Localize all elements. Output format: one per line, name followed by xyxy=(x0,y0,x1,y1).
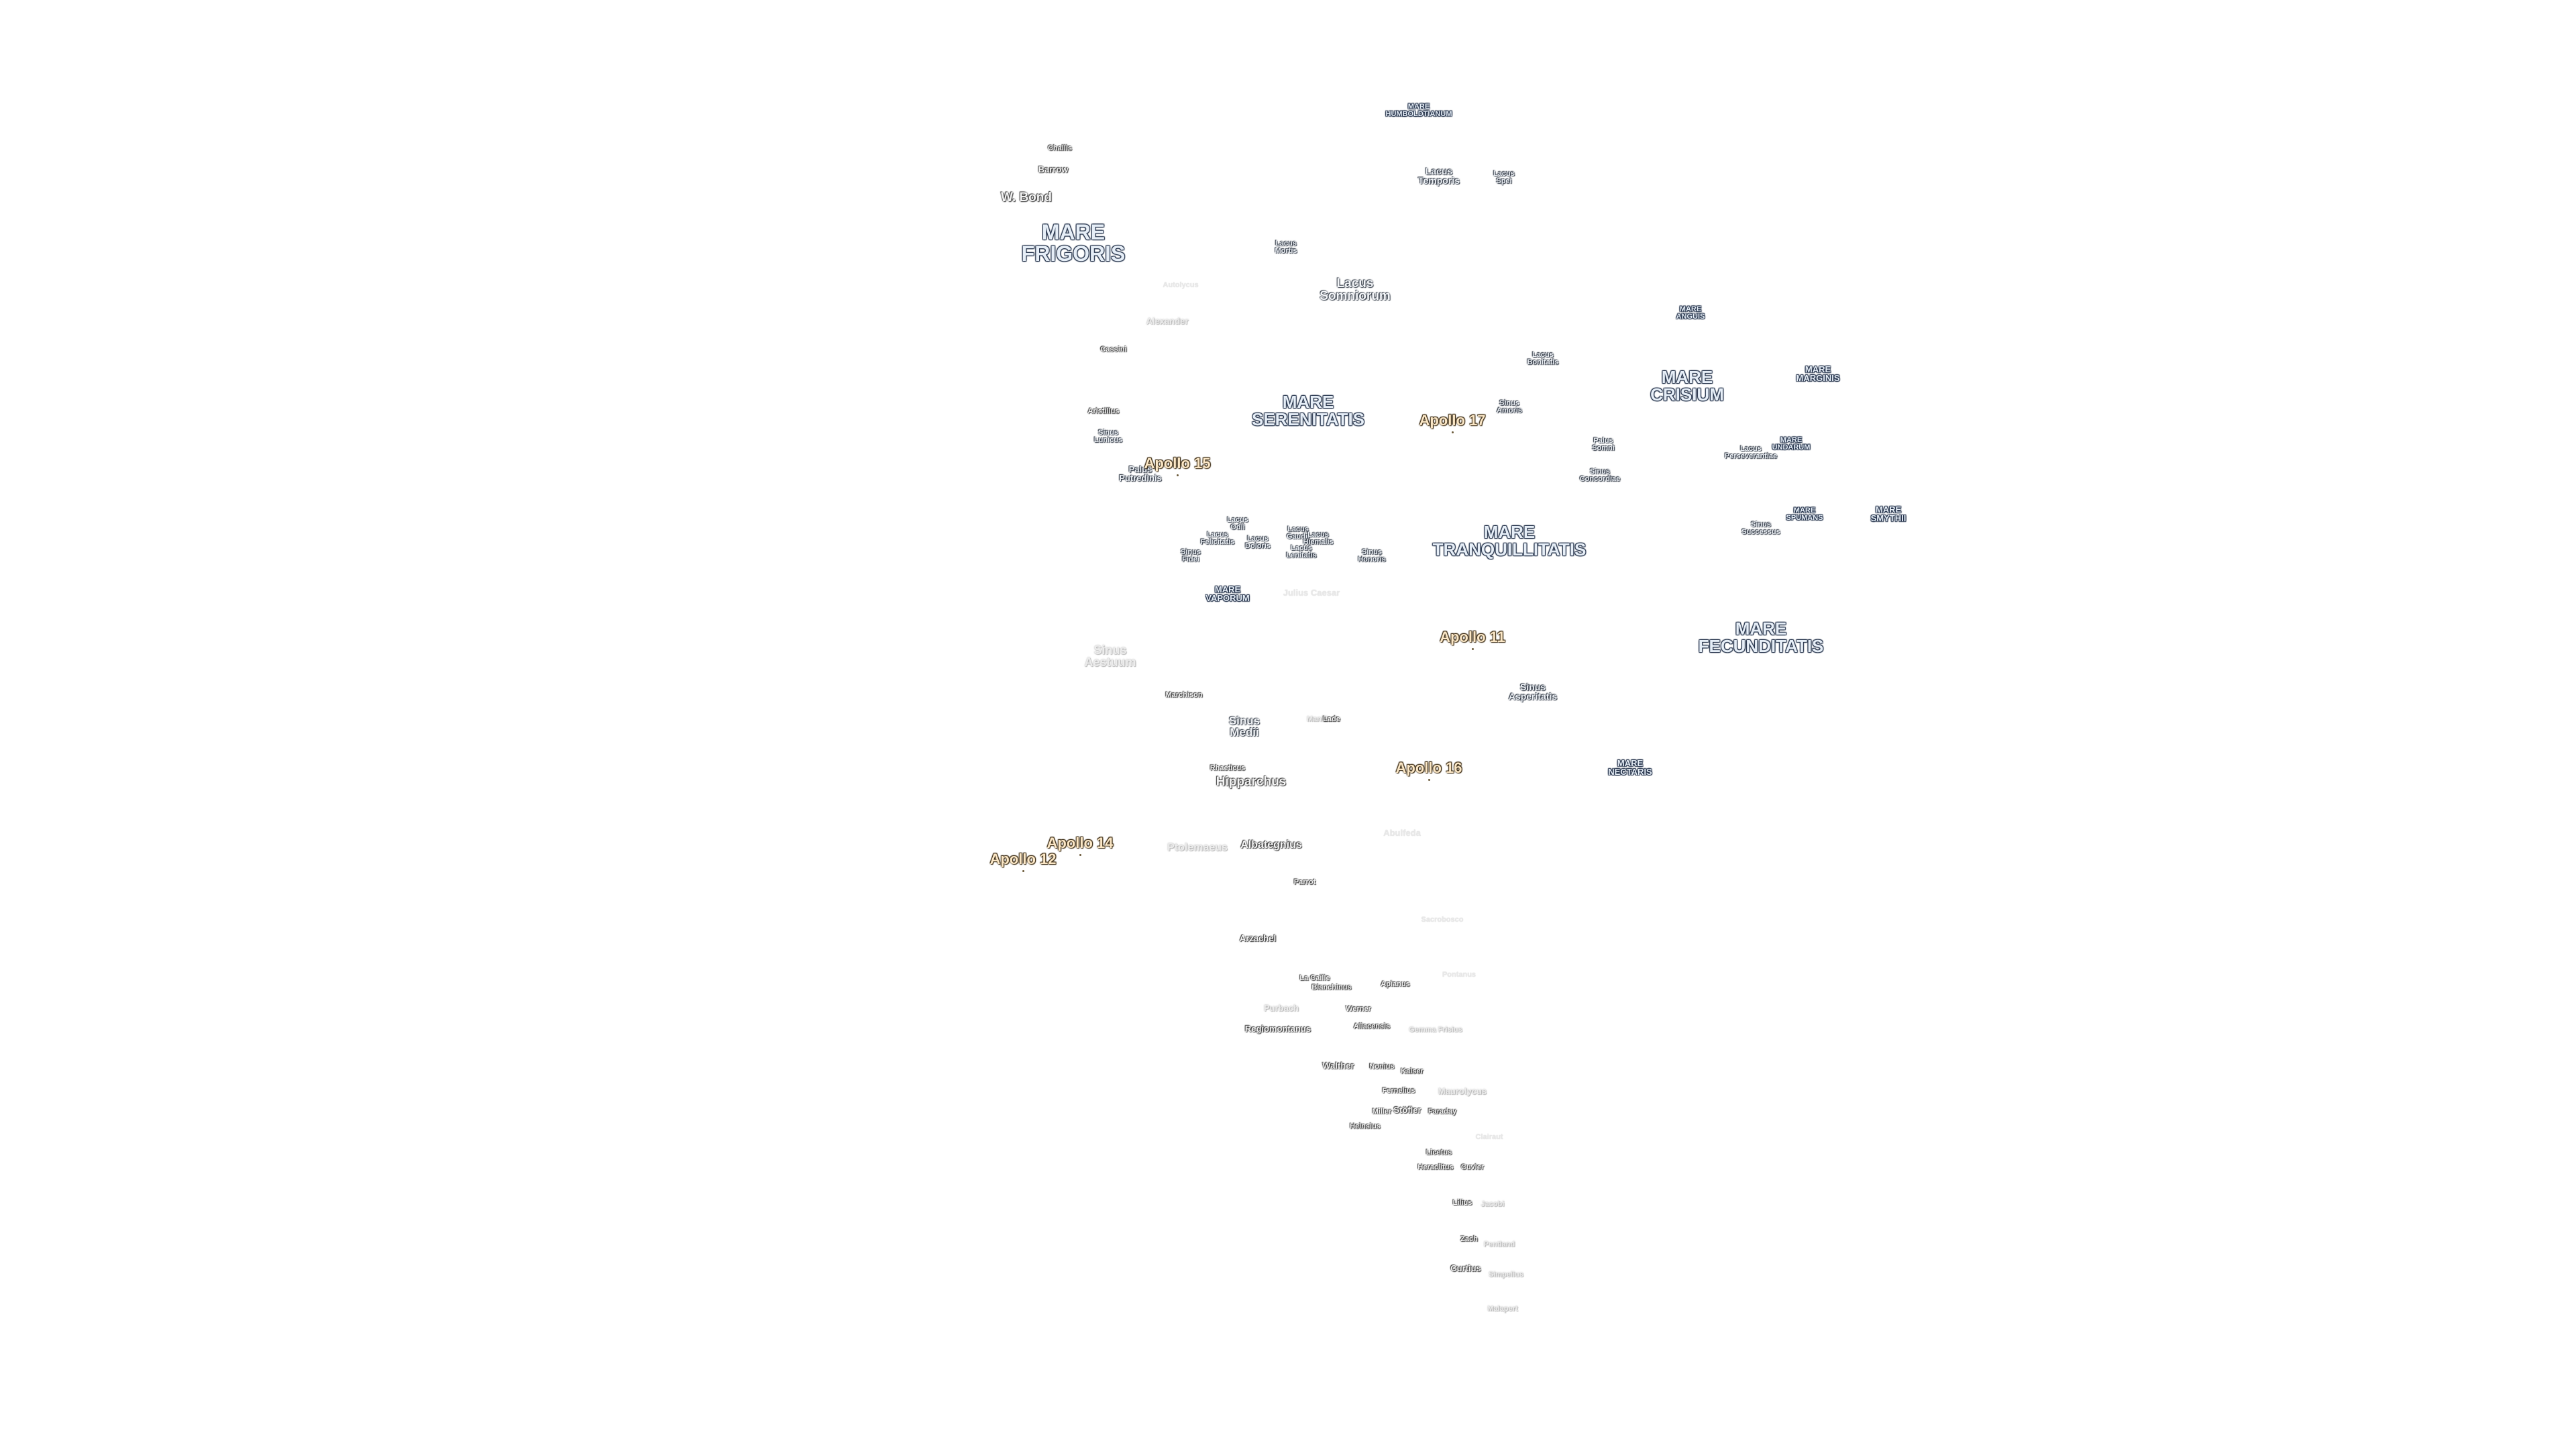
crater-challis[interactable]: Challis xyxy=(1047,144,1073,152)
crater-aristillus[interactable]: Aristillus xyxy=(1087,407,1120,415)
mare-vaporum[interactable]: MARE VAPORUM xyxy=(1205,584,1250,603)
crater-gemma-frisius[interactable]: Gemma Frisius xyxy=(1409,1026,1462,1034)
lacus-perseverantiae[interactable]: Lacus Perseverantiae xyxy=(1724,445,1778,460)
mare-fecunditatis[interactable]: MARE FECUNDITATIS xyxy=(1698,619,1824,656)
crater-maurolycus[interactable]: Maurolycus xyxy=(1438,1086,1487,1096)
crater-pontanus[interactable]: Pontanus xyxy=(1442,971,1477,979)
lacus-hiemalis[interactable]: Lacus Hiemalis xyxy=(1303,531,1334,546)
crater-ptolemaeus[interactable]: Ptolemaeus xyxy=(1167,842,1228,853)
crater-cassini[interactable]: Cassini xyxy=(1100,345,1127,354)
crater-lilius[interactable]: Lilius xyxy=(1452,1199,1472,1207)
lacus-spei[interactable]: Lacus Spei xyxy=(1493,170,1515,185)
crater-pentland[interactable]: Pentland xyxy=(1483,1240,1515,1248)
crater-parrot[interactable]: Parrot xyxy=(1293,878,1316,886)
mare-frigoris[interactable]: MARE FRIGORIS xyxy=(1021,220,1126,266)
crater-hipparchus[interactable]: Hipparchus xyxy=(1216,775,1287,789)
lacus-gaudii[interactable]: Lacus Gaudii xyxy=(1286,525,1310,541)
crater-albategnius[interactable]: Albategnius xyxy=(1240,839,1302,851)
sinus-asperitatis[interactable]: Sinus Asperitatis xyxy=(1508,682,1558,702)
crater-faraday[interactable]: Faraday xyxy=(1428,1108,1457,1116)
sinus-fidei[interactable]: Sinus Fidei xyxy=(1181,548,1201,564)
sinus-medii[interactable]: Sinus Medii xyxy=(1228,714,1260,739)
sinus-lunicus[interactable]: Sinus Lunicus xyxy=(1093,429,1123,444)
crater-marchison[interactable]: Marchison xyxy=(1165,691,1203,699)
crater-stofler[interactable]: Stöfler xyxy=(1393,1105,1421,1115)
crater-cuvier[interactable]: Cuvier xyxy=(1460,1163,1485,1171)
crater-werner[interactable]: Werner xyxy=(1346,1005,1371,1013)
mare-crisium[interactable]: MARE CRISIUM xyxy=(1650,367,1724,405)
crater-purbach[interactable]: Purbach xyxy=(1263,1003,1299,1013)
crater-licetus[interactable]: Licetus xyxy=(1426,1148,1452,1157)
apollo-14-site[interactable]: Apollo 14 xyxy=(1036,836,1124,856)
crater-sacrobosco[interactable]: Sacrobosco xyxy=(1421,916,1464,924)
crater-jacobi[interactable]: Jacobi xyxy=(1481,1200,1505,1208)
crater-walther[interactable]: Walther xyxy=(1322,1061,1354,1071)
crater-simpelius[interactable]: Simpelius xyxy=(1489,1271,1523,1279)
crater-abulfeda[interactable]: Abulfeda xyxy=(1383,828,1421,838)
lacus-felicitatis[interactable]: Lacus Felicitatis xyxy=(1200,531,1235,546)
lacus-temporis[interactable]: Lacus Temporis xyxy=(1418,166,1460,186)
lacus-lenitatis[interactable]: Lacus Lenitatis xyxy=(1286,544,1317,559)
crater-malapert[interactable]: Malapert xyxy=(1487,1305,1518,1313)
crater-heinsius[interactable]: Heinsius xyxy=(1350,1122,1381,1130)
palus-putredinis[interactable]: Palus Putredinis xyxy=(1119,464,1162,483)
crater-w-bond[interactable]: W. Bond xyxy=(1001,191,1052,205)
mare-spumans[interactable]: MARE SPUMANS xyxy=(1786,506,1823,522)
sinus-successus[interactable]: Sinus Successus xyxy=(1741,521,1780,536)
mare-serenitatis[interactable]: MARE SERENITATIS xyxy=(1251,392,1365,429)
sinus-amoris[interactable]: Sinus Amoris xyxy=(1497,399,1522,415)
mare-marginis[interactable]: MARE MARGINIS xyxy=(1796,364,1840,383)
mare-smythii[interactable]: MARE SMYTHII xyxy=(1870,504,1907,523)
mare-undarum[interactable]: MARE UNDARUM xyxy=(1772,436,1811,451)
crater-apianus[interactable]: Apianus xyxy=(1381,980,1410,988)
crater-curtius[interactable]: Curtius xyxy=(1450,1263,1481,1273)
crater-miller[interactable]: Miller xyxy=(1372,1108,1392,1116)
crater-nonius[interactable]: Nonius xyxy=(1369,1063,1395,1071)
lacus-bonitatis[interactable]: Lacus Bonitatis xyxy=(1527,351,1559,366)
crater-rhaeticus[interactable]: Rhaeticus xyxy=(1210,764,1246,772)
lacus-doloris[interactable]: Lacus Doloris xyxy=(1245,535,1271,550)
crater-blanchinus[interactable]: Blanchinus xyxy=(1311,983,1352,991)
crater-manilius[interactable]: Manilius xyxy=(1306,715,1336,723)
lacus-odii[interactable]: Lacus Odii xyxy=(1227,516,1248,531)
crater-regiomontanus[interactable]: Regiomontanus xyxy=(1244,1024,1311,1034)
crater-arzachel[interactable]: Arzachel xyxy=(1239,933,1277,943)
mare-anguis[interactable]: MARE ANGUIS xyxy=(1676,305,1705,321)
lacus-somniorum[interactable]: Lacus Somniorum xyxy=(1320,276,1391,303)
crater-aliacensis[interactable]: Aliacensis xyxy=(1353,1022,1391,1030)
crater-la-caille[interactable]: La Caille xyxy=(1299,974,1330,982)
sinus-honoris[interactable]: Sinus Honoris xyxy=(1358,548,1386,564)
mare-nectaris[interactable]: MARE NECTARIS xyxy=(1608,758,1652,777)
crater-heraclitus[interactable]: Heraclitus xyxy=(1417,1163,1454,1171)
crater-zach[interactable]: Zach xyxy=(1460,1235,1478,1243)
palus-somni[interactable]: Palus Somni xyxy=(1592,437,1615,452)
mare-tranquillitatis[interactable]: MARE TRANQUILLITATIS xyxy=(1432,522,1587,559)
sinus-aestuum[interactable]: Sinus Aestuum xyxy=(1084,643,1136,669)
sinus-concordiae[interactable]: Sinus Concordiae xyxy=(1579,468,1621,483)
crater-autolycus[interactable]: Autolycus xyxy=(1163,281,1199,289)
lacus-mortis[interactable]: Lacus Mortis xyxy=(1275,239,1297,255)
crater-kaiser[interactable]: Kaiser xyxy=(1401,1067,1424,1075)
crater-lade[interactable]: Lade xyxy=(1323,715,1340,723)
apollo-16-site[interactable]: Apollo 16 xyxy=(1385,761,1472,781)
crater-alexander[interactable]: Alexander xyxy=(1146,316,1189,326)
apollo-12-site[interactable]: Apollo 12 xyxy=(979,852,1067,872)
apollo-15-site[interactable]: Apollo 15 xyxy=(1134,456,1221,476)
apollo-11-site[interactable]: Apollo 11 xyxy=(1429,630,1516,650)
mare-humboldtianum[interactable]: MARE HUMBOLDTIANUM xyxy=(1385,103,1452,118)
apollo-17-site[interactable]: Apollo 17 xyxy=(1409,413,1496,433)
crater-fernelius[interactable]: Fernelius xyxy=(1382,1087,1415,1095)
crater-julius-caesar[interactable]: Julius Caesar xyxy=(1283,588,1340,598)
crater-clairaut[interactable]: Clairaut xyxy=(1475,1133,1503,1141)
crater-barrow[interactable]: Barrow xyxy=(1038,164,1069,174)
